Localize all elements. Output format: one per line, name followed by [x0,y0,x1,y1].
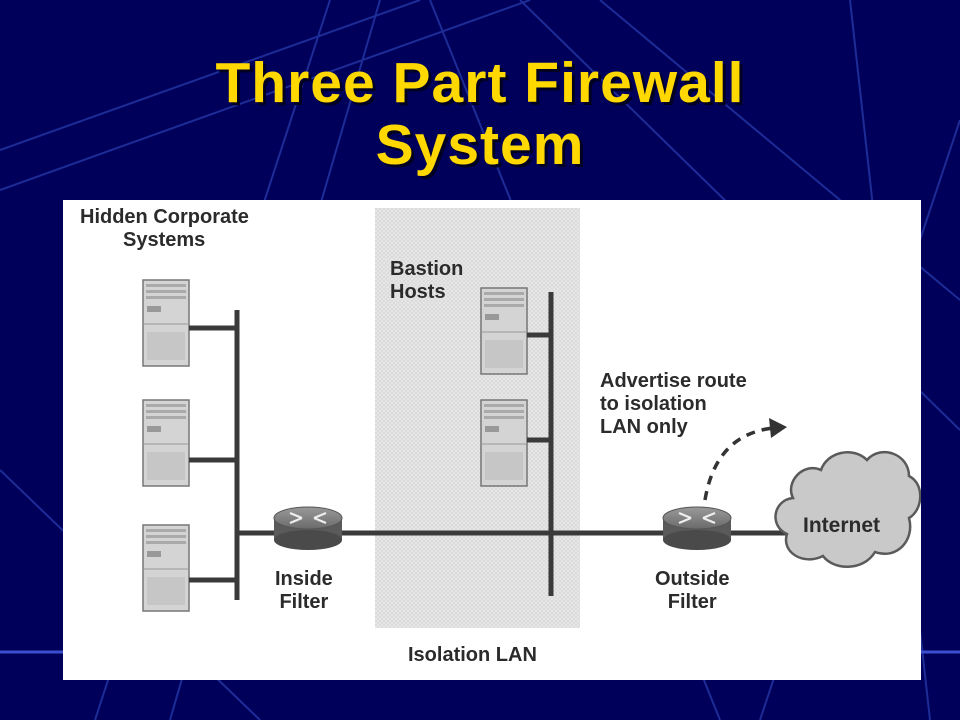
label-line: Advertise route [600,370,747,392]
isolation-lan-label: Isolation LAN [408,644,537,666]
label-line: Outside [655,568,730,590]
server-icon [142,524,190,612]
label-line: Filter [279,591,329,613]
router-icon [272,505,344,552]
label-line: to isolation [600,393,707,415]
label-line: LAN only [600,416,688,438]
server-icon [142,399,190,487]
server-icon [480,399,528,487]
label-line: Hidden Corporate [80,206,249,228]
inside-filter-label: Inside Filter [275,568,333,614]
label-line: Filter [667,591,717,613]
hidden-systems-label: Hidden Corporate Systems [80,206,249,252]
label-line: Systems [123,229,206,251]
slide-title-line-1: Three Part Firewall [215,51,745,115]
bastion-hosts-label: Bastion Hosts [390,258,463,304]
cloud-icon [774,450,921,568]
label-line: Inside [275,568,333,590]
label-line: Hosts [390,281,446,303]
slide-title-line-2: System [375,113,585,177]
advertise-arrow [703,426,774,501]
outside-filter-label: Outside Filter [655,568,729,614]
router-icon [661,505,733,552]
diagram-graphic [142,208,921,628]
server-icon [480,287,528,375]
advertise-route-label: Advertise route to isolation LAN only [600,370,747,439]
arrow-head-icon [769,418,787,438]
slide-title: Three Part Firewall System [0,52,960,176]
server-icon [142,279,190,367]
internet-label: Internet [803,514,881,537]
bg-line [0,0,531,191]
firewall-diagram: Hidden Corporate Systems Bastion Hosts A… [63,200,921,680]
label-line: Bastion [390,258,464,280]
isolation-lan-zone [375,208,580,628]
bg-line [0,0,421,151]
